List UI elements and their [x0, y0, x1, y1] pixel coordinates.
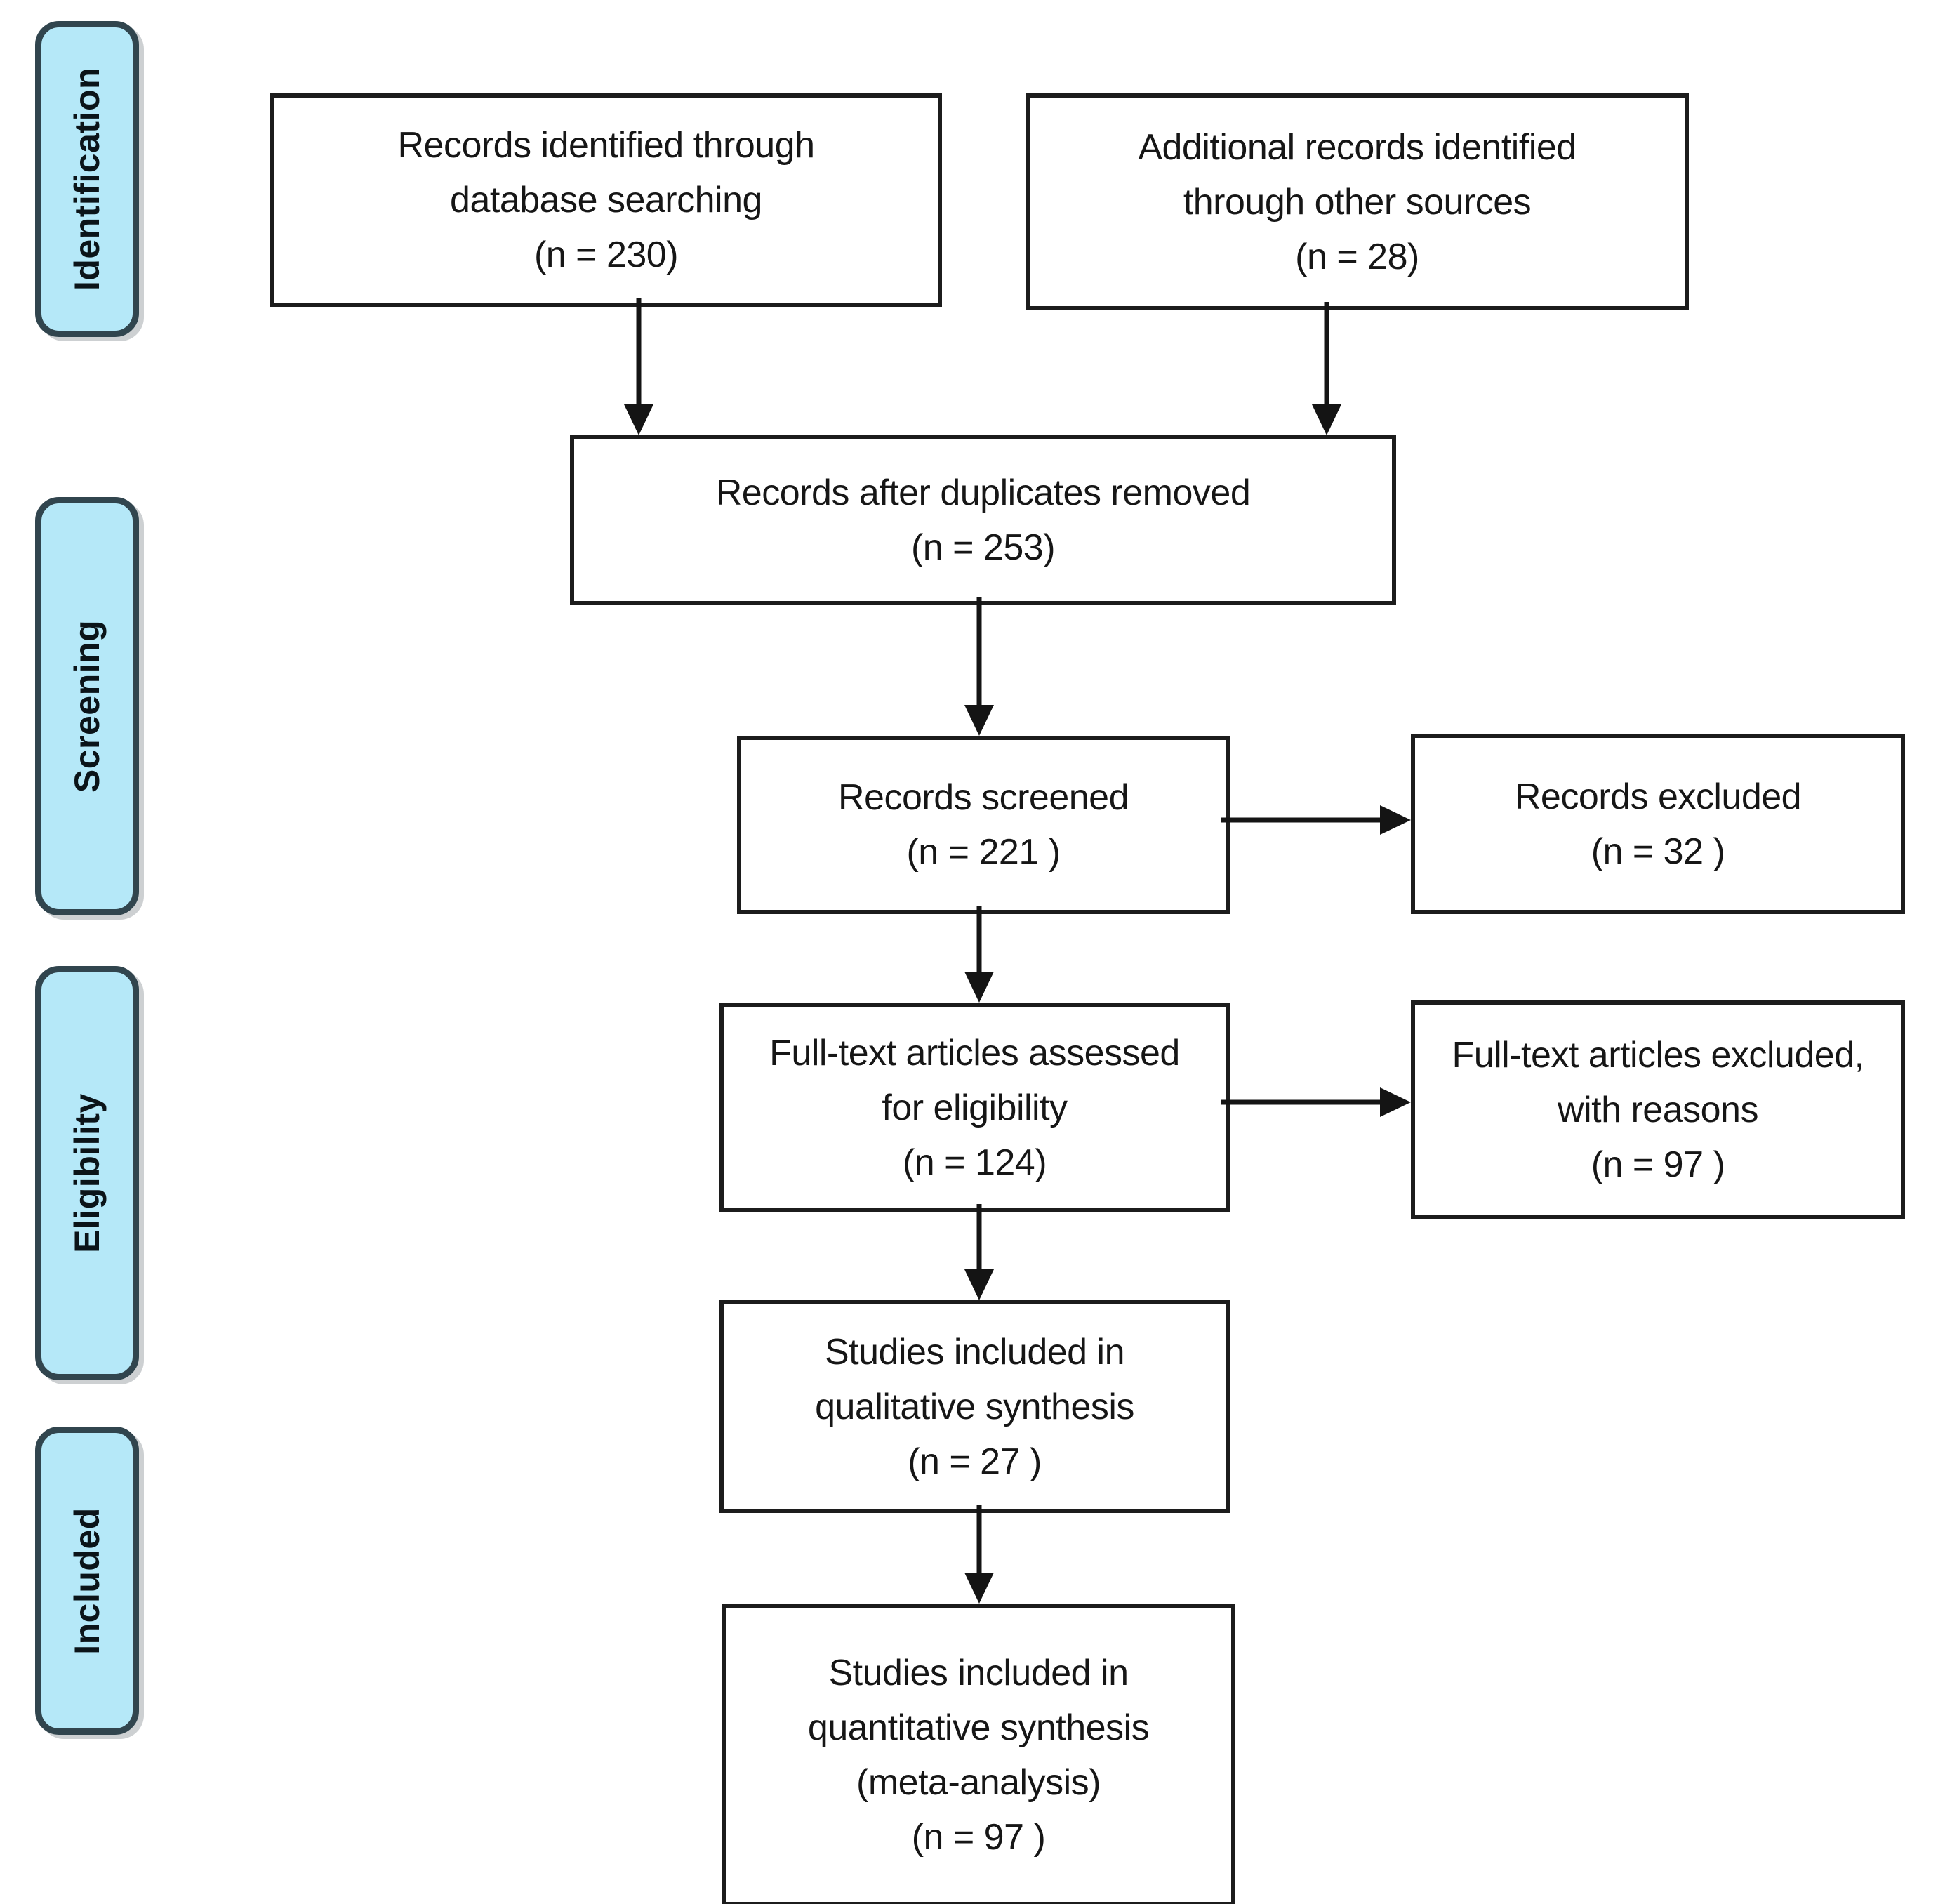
stage-label: Identification [67, 67, 107, 291]
flow-box-additional-records: Additional records identified through ot… [1026, 93, 1689, 310]
box-count: (n = 97 ) [1591, 1144, 1725, 1185]
box-text-line: Full-text articles excluded, [1452, 1035, 1864, 1076]
box-count: (n = 253) [910, 527, 1056, 568]
box-text-line: Full-text articles assessed [769, 1032, 1180, 1073]
box-count: (n = 221 ) [906, 832, 1061, 873]
arrow-additional-to-duplicates [1312, 302, 1341, 435]
box-text-line: with reasons [1558, 1090, 1758, 1130]
box-text-line: Records after duplicates removed [715, 472, 1251, 513]
box-text-line: Records identified through [397, 125, 815, 166]
flow-box-records-screened: Records screened (n = 221 ) [737, 736, 1230, 914]
box-count: (n = 27 ) [908, 1441, 1042, 1482]
box-text-line: Additional records identified [1138, 126, 1577, 168]
box-text-line: quantitative synthesis [807, 1707, 1150, 1748]
flow-box-duplicates-removed: Records after duplicates removed (n = 25… [570, 435, 1396, 605]
box-count: (n = 124) [902, 1142, 1047, 1183]
box-text-line: Records excluded [1514, 776, 1802, 817]
arrow-fulltext-to-ft-excluded [1221, 1087, 1411, 1117]
arrow-qualitative-to-quantitative [964, 1505, 994, 1604]
flow-box-fulltext-excluded: Full-text articles excluded, with reason… [1411, 1000, 1905, 1219]
stage-label: Eligibility [67, 1093, 107, 1253]
flow-box-qualitative-synthesis: Studies included in qualitative synthesi… [719, 1300, 1230, 1513]
stage-included: Included [35, 1427, 139, 1735]
box-text-line: Studies included in [824, 1331, 1125, 1373]
box-text-line: for eligibility [882, 1087, 1068, 1128]
stage-label: Screening [67, 619, 107, 793]
stage-screening: Screening [35, 497, 139, 915]
box-text-line: through other sources [1183, 181, 1532, 223]
stage-eligibility: Eligibility [35, 966, 139, 1380]
flow-box-quantitative-synthesis: Studies included in quantitative synthes… [722, 1604, 1235, 1904]
box-text-line: (meta-analysis) [856, 1761, 1101, 1803]
box-text-line: Studies included in [828, 1652, 1129, 1693]
box-text-line: database searching [450, 180, 762, 220]
arrow-identified-to-duplicates [624, 298, 653, 435]
box-count: (n = 230) [533, 234, 679, 275]
stage-label: Included [67, 1507, 107, 1655]
flow-box-records-excluded: Records excluded (n = 32 ) [1411, 734, 1905, 914]
arrow-screened-to-excluded [1221, 805, 1411, 835]
arrow-fulltext-to-qualitative [964, 1204, 994, 1300]
box-count: (n = 28) [1295, 236, 1419, 277]
box-text-line: Records screened [838, 777, 1129, 818]
arrow-screened-to-fulltext [964, 906, 994, 1003]
stage-identification: Identification [35, 21, 139, 337]
flow-box-fulltext-assessed: Full-text articles assessed for eligibil… [719, 1003, 1230, 1212]
box-count: (n = 97 ) [911, 1816, 1046, 1858]
box-count: (n = 32 ) [1591, 831, 1725, 872]
flow-box-records-identified: Records identified through database sear… [270, 93, 942, 307]
box-text-line: qualitative synthesis [815, 1386, 1134, 1427]
arrow-duplicates-to-screened [964, 597, 994, 736]
